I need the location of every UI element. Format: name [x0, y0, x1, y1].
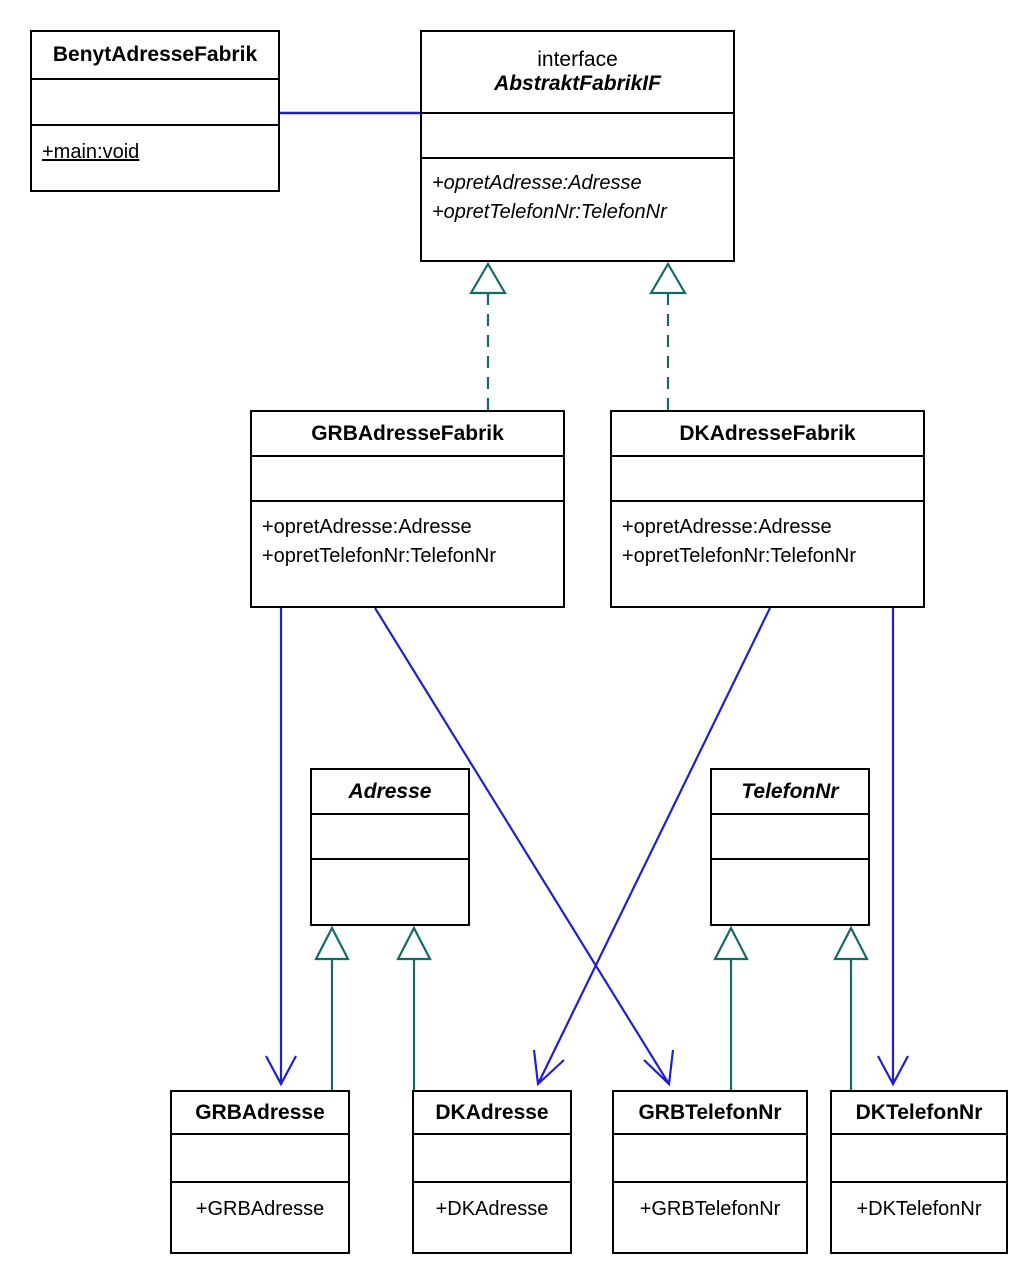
class-box-dktelefonnr[interactable]: DKTelefonNr +DKTelefonNr [830, 1090, 1008, 1254]
class-operations-compartment: +DKAdresse [414, 1183, 570, 1252]
edge-dependency-dkadressefabrik-to-dktelefonnr [877, 608, 909, 1087]
operation-item: +main:void [42, 141, 140, 163]
class-name-compartment: GRBTelefonNr [614, 1092, 806, 1135]
class-name-compartment: DKTelefonNr [832, 1092, 1006, 1135]
class-name-label: TelefonNr [741, 779, 839, 803]
edge-generalization-grbtelefonnr-to-telefonnr [713, 925, 749, 1090]
class-name-compartment: GRBAdresseFabrik [252, 412, 563, 457]
class-box-dkadressefabrik[interactable]: DKAdresseFabrik +opretAdresse:Adresse +o… [610, 410, 925, 608]
class-operations-compartment [312, 860, 468, 924]
class-name-label: DKTelefonNr [855, 1100, 983, 1124]
class-attributes-compartment [312, 815, 468, 860]
class-name-compartment: interface AbstraktFabrikIF [422, 32, 733, 114]
class-name-label: GRBAdresse [195, 1100, 325, 1124]
edge-realization-grbadressefabrik-to-abstraktfabrikif [469, 261, 507, 410]
operation-item: +opretTelefonNr:TelefonNr [432, 201, 667, 223]
class-name-label: DKAdresse [435, 1100, 549, 1124]
class-operations-compartment: +main:void [32, 126, 278, 190]
class-operations-compartment: +opretAdresse:Adresse +opretTelefonNr:Te… [422, 159, 733, 260]
class-box-grbadressefabrik[interactable]: GRBAdresseFabrik +opretAdresse:Adresse +… [250, 410, 565, 608]
stereotype-label: interface [537, 48, 618, 72]
class-attributes-compartment [612, 457, 923, 502]
class-box-dkadresse[interactable]: DKAdresse +DKAdresse [412, 1090, 572, 1254]
class-name-label: BenytAdresseFabrik [52, 43, 258, 67]
operation-item: +GRBTelefonNr [639, 1198, 781, 1220]
class-attributes-compartment [712, 815, 868, 860]
class-name-compartment: DKAdresse [414, 1092, 570, 1135]
class-name-label: Adresse [348, 779, 432, 803]
class-attributes-compartment [422, 114, 733, 159]
class-attributes-compartment [414, 1135, 570, 1183]
class-operations-compartment: +DKTelefonNr [832, 1183, 1006, 1252]
class-attributes-compartment [32, 80, 278, 126]
edge-generalization-dktelefonnr-to-telefonnr [833, 925, 869, 1090]
class-box-abstraktfabrikif[interactable]: interface AbstraktFabrikIF +opretAdresse… [420, 30, 735, 262]
operation-item: +DKAdresse [435, 1198, 549, 1220]
class-operations-compartment: +opretAdresse:Adresse +opretTelefonNr:Te… [252, 502, 563, 606]
class-attributes-compartment [614, 1135, 806, 1183]
class-attributes-compartment [172, 1135, 348, 1183]
class-operations-compartment: +GRBAdresse [172, 1183, 348, 1252]
class-box-grbadresse[interactable]: GRBAdresse +GRBAdresse [170, 1090, 350, 1254]
class-name-compartment: DKAdresseFabrik [612, 412, 923, 457]
edge-dependency-grbadressefabrik-to-grbadresse [265, 608, 297, 1087]
class-name-label: GRBAdresseFabrik [311, 421, 504, 445]
class-name-compartment: BenytAdresseFabrik [32, 32, 278, 80]
operation-item: +opretTelefonNr:TelefonNr [622, 545, 857, 567]
class-operations-compartment [712, 860, 868, 924]
class-name-label: AbstraktFabrikIF [494, 72, 661, 96]
edge-realization-dkadressefabrik-to-abstraktfabrikif [649, 261, 687, 410]
class-box-telefonnr[interactable]: TelefonNr [710, 768, 870, 926]
edge-generalization-grbadresse-to-adresse [314, 925, 350, 1090]
edge-generalization-dkadresse-to-adresse [396, 925, 432, 1090]
class-name-compartment: Adresse [312, 770, 468, 815]
class-attributes-compartment [832, 1135, 1006, 1183]
class-box-grbtelefonnr[interactable]: GRBTelefonNr +GRBTelefonNr [612, 1090, 808, 1254]
class-box-adresse[interactable]: Adresse [310, 768, 470, 926]
operation-item: +opretAdresse:Adresse [262, 516, 472, 538]
class-name-compartment: GRBAdresse [172, 1092, 348, 1135]
operation-item: +DKTelefonNr [856, 1198, 982, 1220]
class-name-label: GRBTelefonNr [638, 1100, 782, 1124]
operation-item: +GRBAdresse [195, 1198, 325, 1220]
class-operations-compartment: +opretAdresse:Adresse +opretTelefonNr:Te… [612, 502, 923, 606]
class-name-label: DKAdresseFabrik [679, 421, 856, 445]
operation-item: +opretAdresse:Adresse [432, 172, 642, 194]
class-box-benytadressefabrik[interactable]: BenytAdresseFabrik +main:void [30, 30, 280, 192]
class-attributes-compartment [252, 457, 563, 502]
class-name-compartment: TelefonNr [712, 770, 868, 815]
class-operations-compartment: +GRBTelefonNr [614, 1183, 806, 1252]
operation-item: +opretAdresse:Adresse [622, 516, 832, 538]
operation-item: +opretTelefonNr:TelefonNr [262, 545, 497, 567]
